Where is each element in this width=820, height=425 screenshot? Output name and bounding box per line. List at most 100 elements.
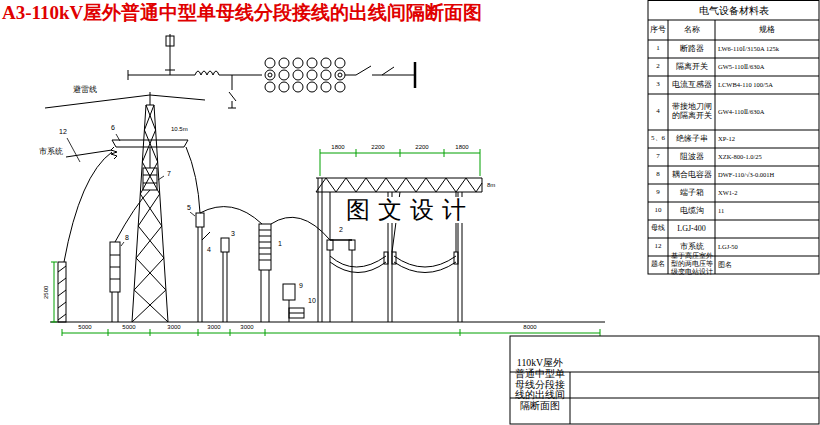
table-cell: 母线 (648, 220, 668, 238)
callout-number: 4 (206, 246, 212, 254)
dimension-lines-part (444, 149, 445, 157)
single-line-diagram-part-part (279, 58, 289, 68)
conductors-part (200, 207, 262, 224)
equipment-part (112, 292, 113, 322)
dimension-lines-part (265, 329, 266, 336)
equipment-part (349, 240, 355, 250)
dimension-lines (51, 149, 600, 336)
dimension-lines-part (480, 149, 481, 176)
dimension-lines-part (108, 329, 109, 336)
dimension-label: 8000 (522, 324, 537, 331)
tower-part (150, 92, 151, 105)
ground-line-part (50, 322, 605, 323)
dimension-label: 5000 (77, 324, 92, 331)
equipment-part (259, 254, 271, 255)
equipment-part (143, 175, 157, 176)
conductors-part (330, 256, 386, 267)
material-table-part (648, 148, 819, 149)
material-table-part (648, 184, 819, 185)
dimension-lines-part (600, 329, 601, 336)
leader-lines-part (158, 176, 164, 180)
material-table-part (648, 1, 819, 275)
equipment-part (202, 232, 210, 240)
wire-label: 避雷线 (72, 86, 98, 95)
single-line-diagram-part (170, 34, 171, 75)
dimension-lines-part (320, 149, 321, 176)
conductors-part (111, 147, 117, 159)
single-line-diagram-part (166, 36, 174, 46)
equipment-part (259, 260, 271, 261)
table-cell: 2 (648, 58, 668, 76)
dimension-lines-part (62, 329, 63, 336)
equipment-part (110, 267, 120, 268)
equipment-part (327, 240, 333, 250)
table-header: 名称 (668, 20, 715, 40)
single-line-diagram-part (372, 75, 400, 76)
single-line-diagram-part (165, 70, 175, 71)
table-cell: XZK-800-1.0/25 (715, 148, 819, 166)
table-cell: DWF-110/√3-0.001H (715, 166, 819, 184)
table-cell: 10 (648, 202, 668, 220)
conductors-part (64, 152, 112, 262)
single-line-diagram-part (128, 75, 195, 76)
dimension-lines-part (62, 333, 600, 334)
dimension-lines-part (51, 262, 57, 263)
conductors-part (394, 256, 456, 267)
dimension-label: 1800 (454, 144, 469, 151)
table-cell: 图名 (715, 256, 819, 274)
conductors-part (150, 147, 151, 168)
gantry-part (322, 178, 323, 322)
table-cell: LW6-110Ⅰ/3150A 125k (715, 40, 819, 58)
single-line-diagram (128, 34, 415, 108)
equipment-part (259, 224, 271, 270)
table-cell: 电缆沟 (668, 202, 715, 220)
material-table-part (648, 94, 819, 95)
dimension-label: 3000 (239, 324, 254, 331)
table-cell: LGJ-400 (668, 220, 715, 238)
equipment-part (283, 284, 295, 300)
single-line-diagram-part (265, 58, 345, 92)
dimension-label: 1800 (330, 144, 345, 151)
title-block (510, 336, 819, 424)
single-line-diagram-part (228, 108, 236, 109)
equipment-part (110, 242, 120, 292)
callout-number: 7 (166, 170, 172, 178)
equipment-part (58, 302, 66, 308)
equipment-part (454, 252, 458, 264)
material-table-part (648, 202, 819, 203)
material-table-part (648, 40, 819, 41)
equipment-part (58, 278, 66, 284)
callout-number: 12 (58, 128, 68, 136)
callout-number: 5 (186, 204, 192, 212)
single-line-diagram-part (356, 66, 371, 75)
table-cell: 断路器 (668, 40, 715, 58)
title-block-cell: 110kV屋外普通中型单母线分段接线的出线间隔断面图 (510, 372, 570, 398)
single-line-diagram-part-part (265, 58, 275, 68)
gantry-part (318, 178, 319, 322)
single-line-diagram-part (229, 92, 236, 101)
equipment-part (223, 252, 224, 322)
equipment-part (352, 250, 353, 322)
tower-part (132, 105, 166, 322)
tower (112, 92, 188, 322)
table-cell: 阻波器 (668, 148, 715, 166)
table-cell: 耦合电容器 (668, 166, 715, 184)
dimension-lines-part (230, 329, 231, 336)
dimension-lines-part (198, 329, 199, 336)
dimension-label: 3000 (206, 324, 221, 331)
equipment-part (143, 168, 157, 190)
callout-number: 1 (277, 240, 283, 248)
conductors-part (66, 150, 112, 157)
equipment-part (330, 250, 331, 322)
single-line-diagram-part (400, 75, 415, 76)
table-cell: XW1-2 (715, 184, 819, 202)
table-cell: 题名 (648, 256, 668, 274)
table-cell: GW4-110Ⅱ/630A (715, 94, 819, 130)
single-line-diagram-part-part (321, 70, 331, 80)
material-table-part (648, 130, 819, 131)
table-header: 序号 (648, 20, 668, 40)
single-line-diagram-part (195, 71, 219, 75)
single-line-diagram-part-part (265, 82, 275, 92)
equipment-part (392, 252, 396, 264)
table-cell: 3 (648, 76, 668, 94)
